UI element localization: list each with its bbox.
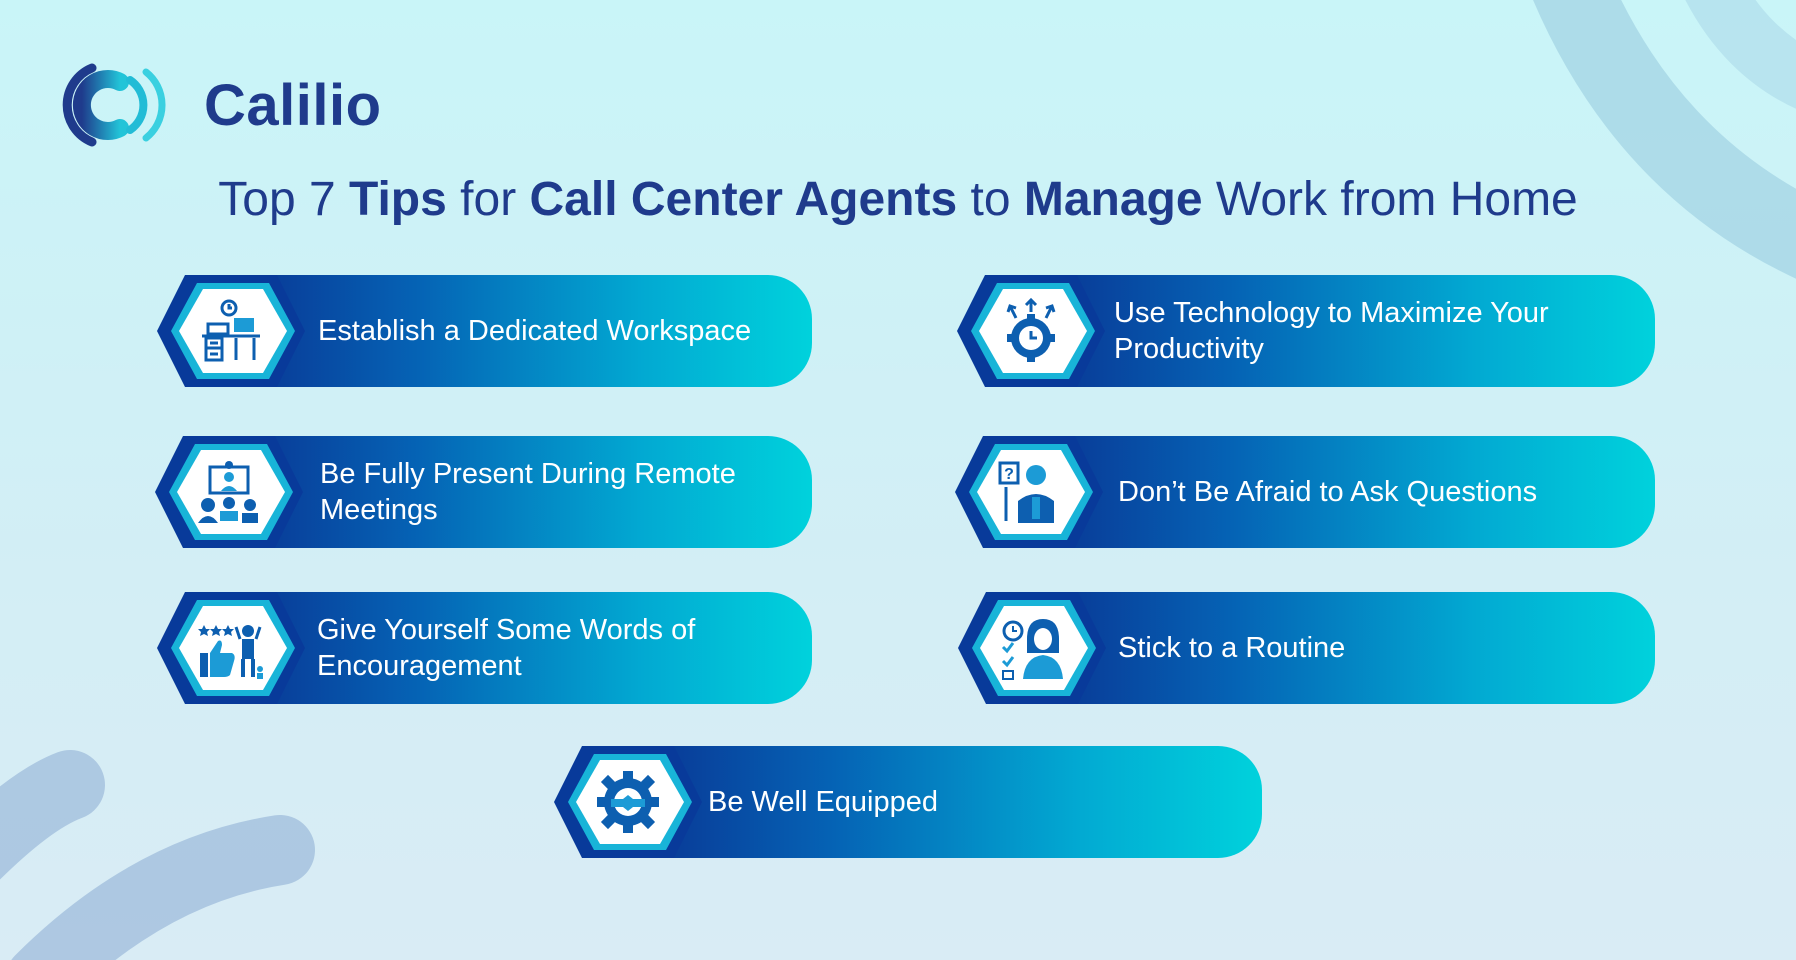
tip-card: Stick to a Routine — [958, 592, 1655, 704]
brand-name: Calilio — [204, 72, 382, 138]
routine-checklist-icon — [1001, 619, 1063, 680]
tip-label: Don’t Be Afraid to Ask Questions — [1118, 476, 1538, 508]
tip-label: Establish a Dedicated Workspace — [318, 315, 752, 347]
tip-label: Stick to a Routine — [1118, 632, 1346, 664]
tip-label: Be Well Equipped — [708, 786, 939, 818]
calilio-logo-icon — [62, 63, 166, 147]
brand-logo: Calilio — [58, 60, 382, 150]
video-meeting-icon — [198, 461, 258, 523]
gear-handshake-icon — [597, 771, 659, 833]
thumbs-up-icon — [198, 625, 263, 679]
tip-card: Be Well Equipped — [554, 746, 1262, 858]
tip-card: Use Technology to Maximize Your Producti… — [957, 275, 1655, 387]
desk-workspace-icon — [202, 299, 260, 362]
tip-card: Don’t Be Afraid to Ask Questions ? — [955, 436, 1655, 548]
svg-text:?: ? — [1004, 466, 1014, 483]
tip-card: Give Yourself Some Words of Encouragemen… — [157, 592, 812, 704]
tip-label: Be Fully Present During Remote Meetings — [320, 458, 736, 526]
tip-card: Be Fully Present During Remote Meetings — [155, 436, 812, 548]
question-person-icon: ? — [998, 461, 1054, 523]
gear-clock-icon — [1006, 297, 1056, 362]
tip-card: Establish a Dedicated Workspace — [157, 275, 812, 387]
tip-label: Give Yourself Some Words of Encouragemen… — [317, 614, 696, 682]
tip-label: Use Technology to Maximize Your Producti… — [1114, 297, 1549, 365]
page-title: Top 7 Tips for Call Center Agents to Man… — [218, 173, 1578, 226]
